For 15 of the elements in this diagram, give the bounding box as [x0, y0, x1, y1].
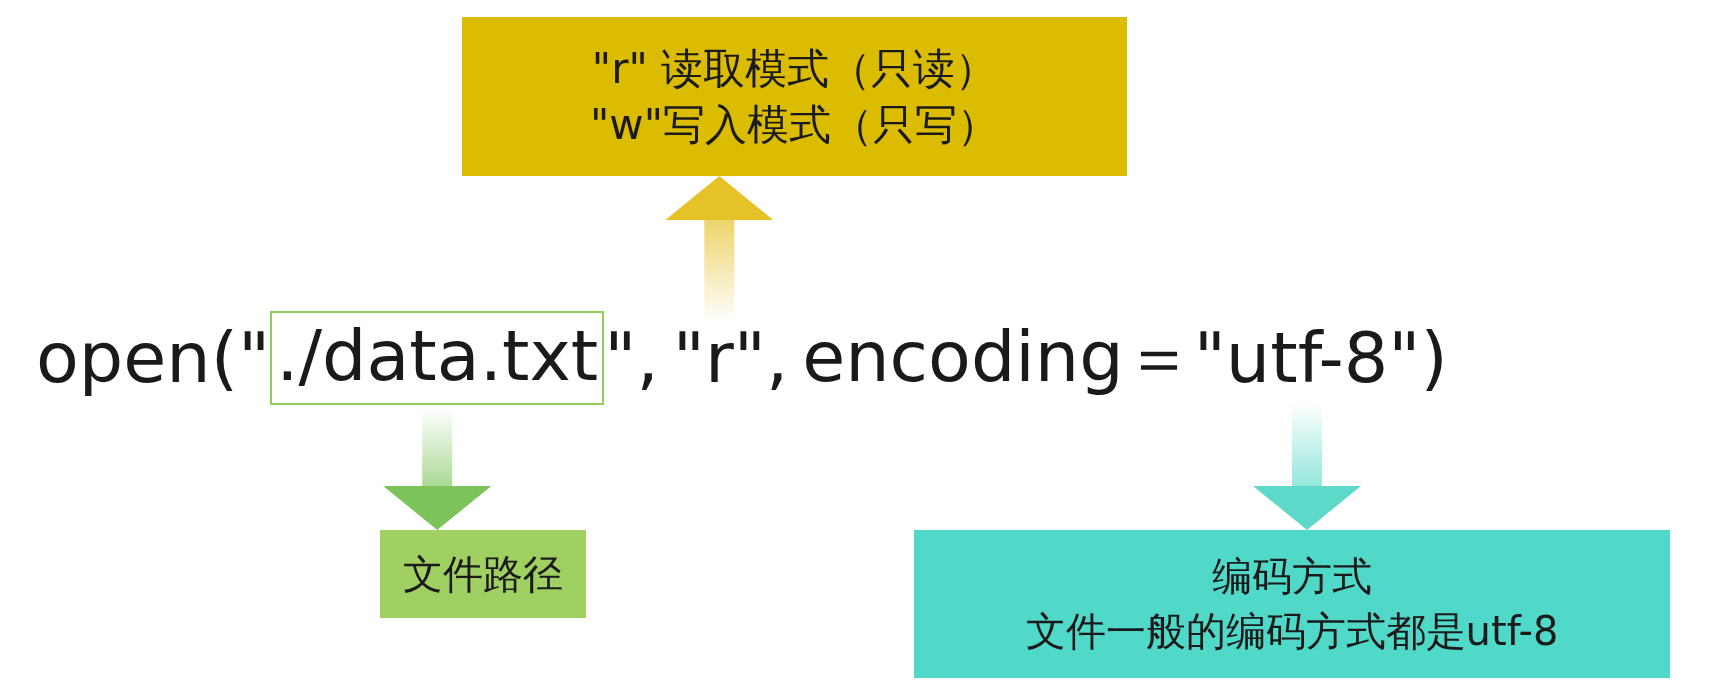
encoding-box [914, 530, 1670, 678]
box-heading: 编码方式 [1212, 552, 1372, 601]
box-description: 文件一般的编码方式都是utf-8 [1025, 607, 1559, 656]
code-argument: "utf-8" [1193, 316, 1421, 399]
mode-box [462, 17, 1127, 176]
code-text: ", [604, 316, 659, 399]
mode-line: "r" 读取模式（只读） [591, 42, 998, 95]
code-text: open(" [36, 316, 271, 399]
path-box: 文件路径 [380, 530, 586, 618]
code-argument: "r" [672, 316, 766, 399]
code-text: encoding＝ [802, 314, 1194, 400]
mode-line: "w"写入模式（只写） [590, 98, 999, 151]
code-text: ) [1420, 316, 1448, 399]
highlight-box: ./data.txt [270, 310, 605, 405]
code-text: , [765, 316, 789, 399]
